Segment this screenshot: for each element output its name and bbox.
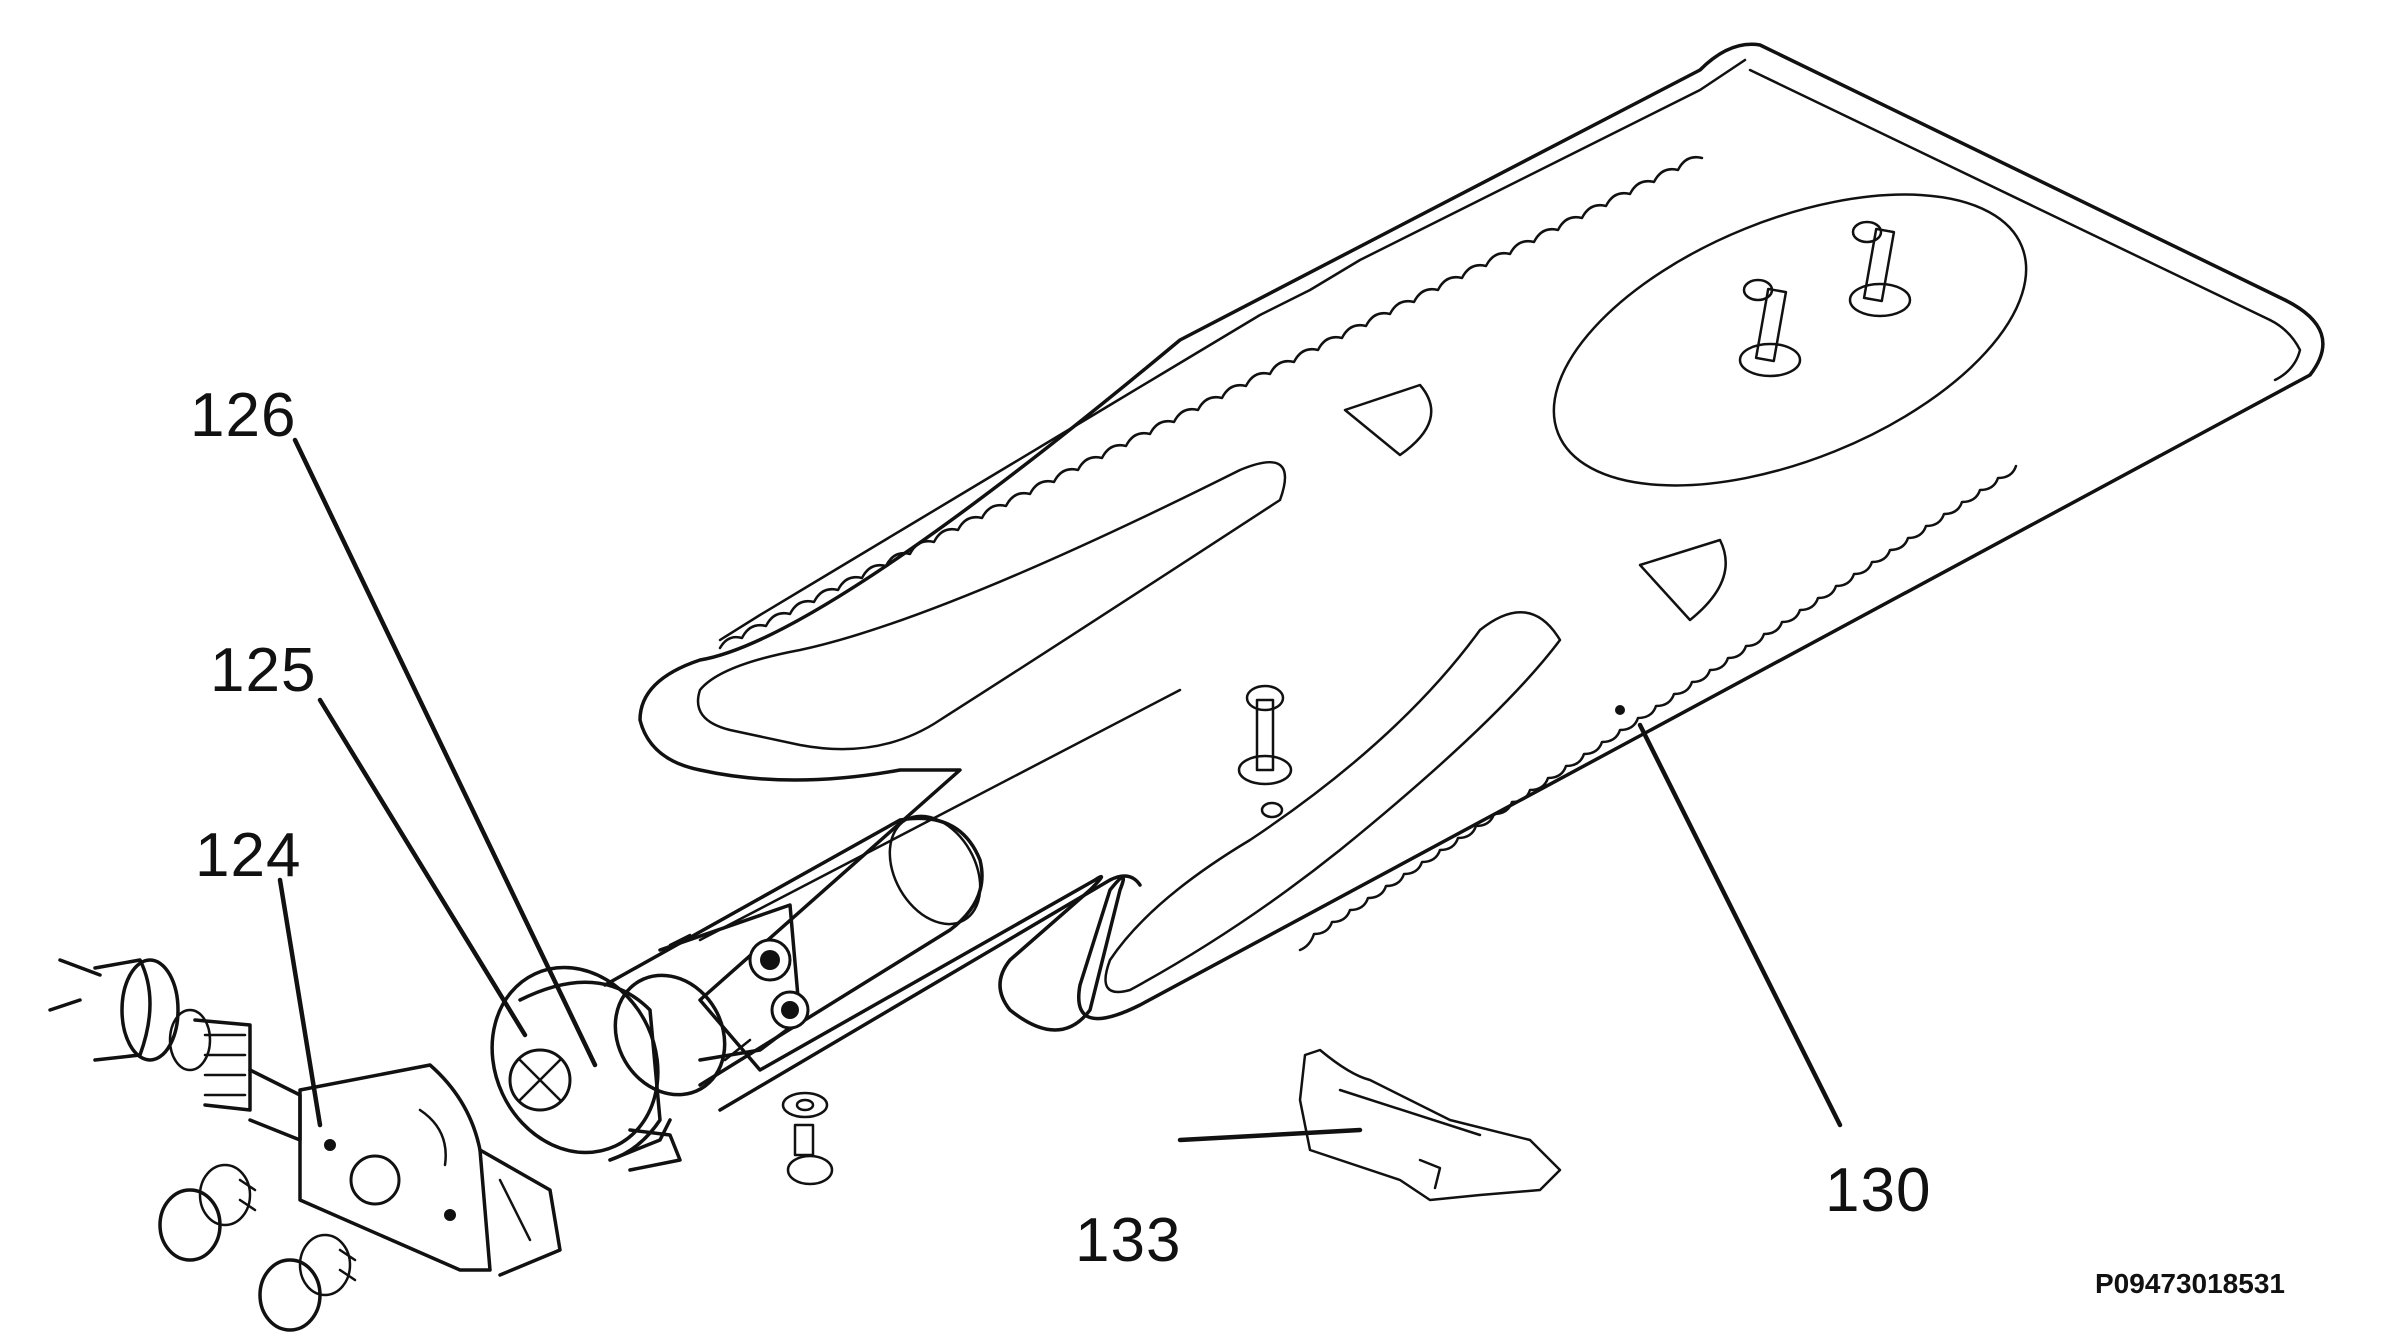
- plate-screw-1: [1738, 278, 1802, 378]
- plate-screw-2: [1848, 220, 1912, 318]
- bracket-clip: [1298, 1048, 1562, 1202]
- burner-plate: [638, 42, 2325, 1072]
- air-shutter: [490, 965, 682, 1172]
- centre-screw: [1237, 684, 1293, 819]
- orifice-bracket: [298, 1063, 562, 1277]
- tube-screw: [781, 1091, 834, 1186]
- label-133: 133: [1075, 1206, 1182, 1275]
- gas-inlet-fitting: [48, 958, 302, 1142]
- label-130: 130: [1825, 1156, 1932, 1225]
- label-125: 125: [210, 636, 317, 705]
- drawing-code: P09473018531: [2095, 1268, 2285, 1299]
- leader-lines: [277, 437, 1843, 1143]
- venturi-tube: [603, 688, 1182, 1112]
- mounting-bolt-1: [158, 1163, 257, 1262]
- label-124: 124: [195, 821, 302, 890]
- label-126: 126: [190, 381, 297, 450]
- mounting-bolt-2: [258, 1233, 357, 1332]
